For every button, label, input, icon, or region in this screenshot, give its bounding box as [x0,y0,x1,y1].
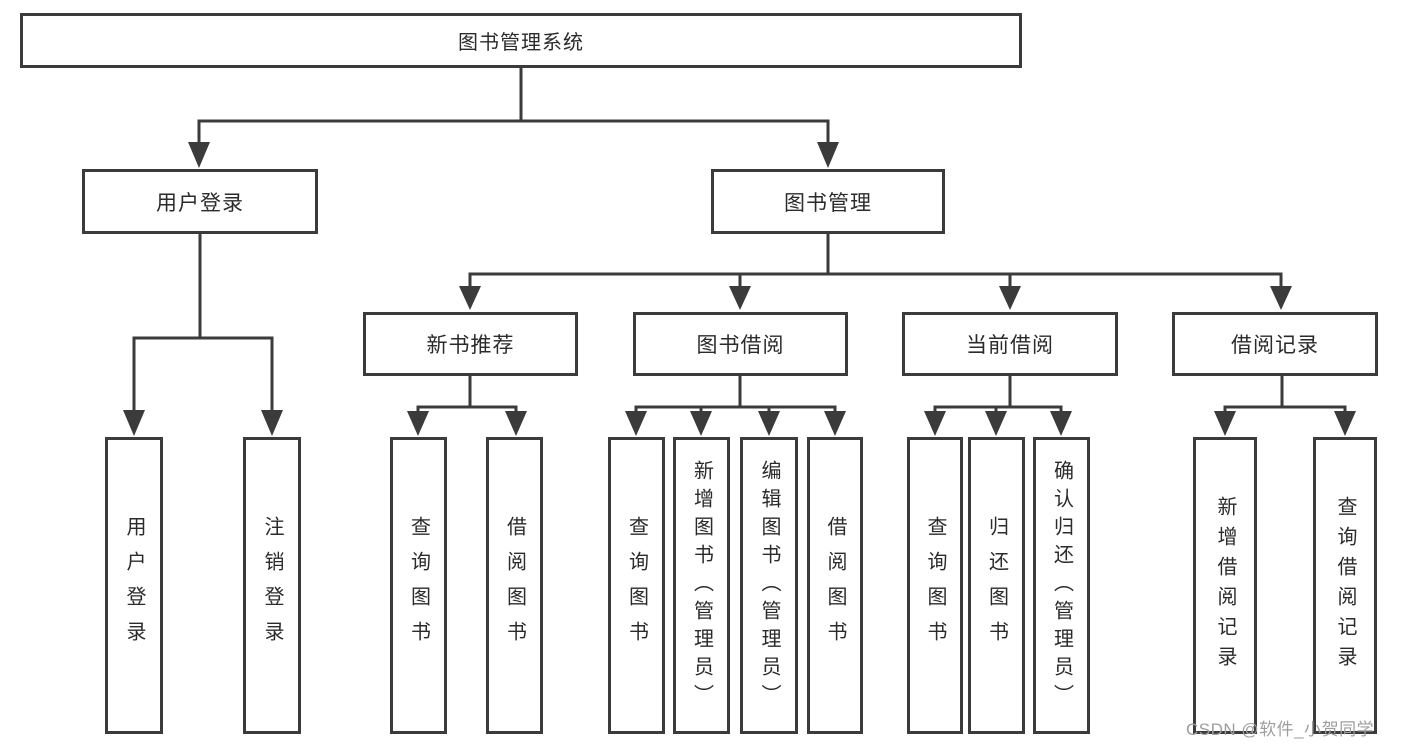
node-borrow-record: 借阅记录 [1172,312,1378,376]
leaf-logout: 注销登录 [243,437,301,734]
leaf-logout-label: 注销登录 [261,515,283,656]
leaf-confirm-return-admin-label: 确认归还（管理员） [1050,459,1073,712]
leaf-query-book-under-newrec: 查询图书 [390,437,447,734]
leaf-query-book-under-curborrow: 查询图书 [907,437,963,734]
leaf-return-book-label: 归还图书 [985,515,1008,656]
leaf-query-book-under-curborrow-label: 查询图书 [924,515,946,656]
leaf-borrow-book-under-bookborrow: 借阅图书 [807,437,863,734]
leaf-edit-book-admin-label: 编辑图书（管理员） [758,459,780,712]
leaf-query-book-under-bookborrow-label: 查询图书 [625,515,648,656]
node-book-management: 图书管理 [711,169,945,234]
csdn-watermark: CSDN @软件_小贺同学 [1186,720,1375,739]
leaf-borrow-book-under-newrec: 借阅图书 [486,437,543,734]
node-borrow-record-label: 借阅记录 [1231,334,1319,357]
node-current-borrow: 当前借阅 [902,312,1118,376]
leaf-query-book-under-bookborrow: 查询图书 [608,437,665,734]
node-new-book-recommend-label: 新书推荐 [426,334,515,357]
leaf-query-book-under-newrec-label: 查询图书 [407,515,430,656]
leaf-user-login: 用户登录 [105,437,163,734]
node-new-book-recommend: 新书推荐 [363,312,578,376]
node-book-borrow: 图书借阅 [633,312,848,376]
leaf-query-borrow-record: 查询借阅记录 [1313,437,1377,734]
node-user-login-label: 用户登录 [156,191,244,215]
node-library-management-system-label: 图书管理系统 [458,32,584,54]
leaf-borrow-book-under-newrec-label: 借阅图书 [503,515,526,656]
node-current-borrow-label: 当前借阅 [966,334,1054,357]
leaf-user-login-label: 用户登录 [123,515,145,656]
leaf-add-borrow-record: 新增借阅记录 [1193,437,1257,734]
leaf-query-borrow-record-label: 查询借阅记录 [1334,495,1356,676]
leaf-confirm-return-admin: 确认归还（管理员） [1033,437,1090,734]
leaf-borrow-book-under-bookborrow-label: 借阅图书 [824,515,846,656]
leaf-add-book-admin-label: 新增图书（管理员） [690,459,713,712]
node-book-borrow-label: 图书借阅 [696,334,785,357]
node-library-management-system: 图书管理系统 [20,13,1022,68]
arrowheads [123,142,1356,436]
leaf-return-book: 归还图书 [968,437,1025,734]
leaf-edit-book-admin: 编辑图书（管理员） [740,437,798,734]
leaf-add-borrow-record-label: 新增借阅记录 [1214,495,1236,676]
node-book-management-label: 图书管理 [784,191,872,215]
node-user-login: 用户登录 [82,169,318,234]
leaf-add-book-admin: 新增图书（管理员） [673,437,730,734]
